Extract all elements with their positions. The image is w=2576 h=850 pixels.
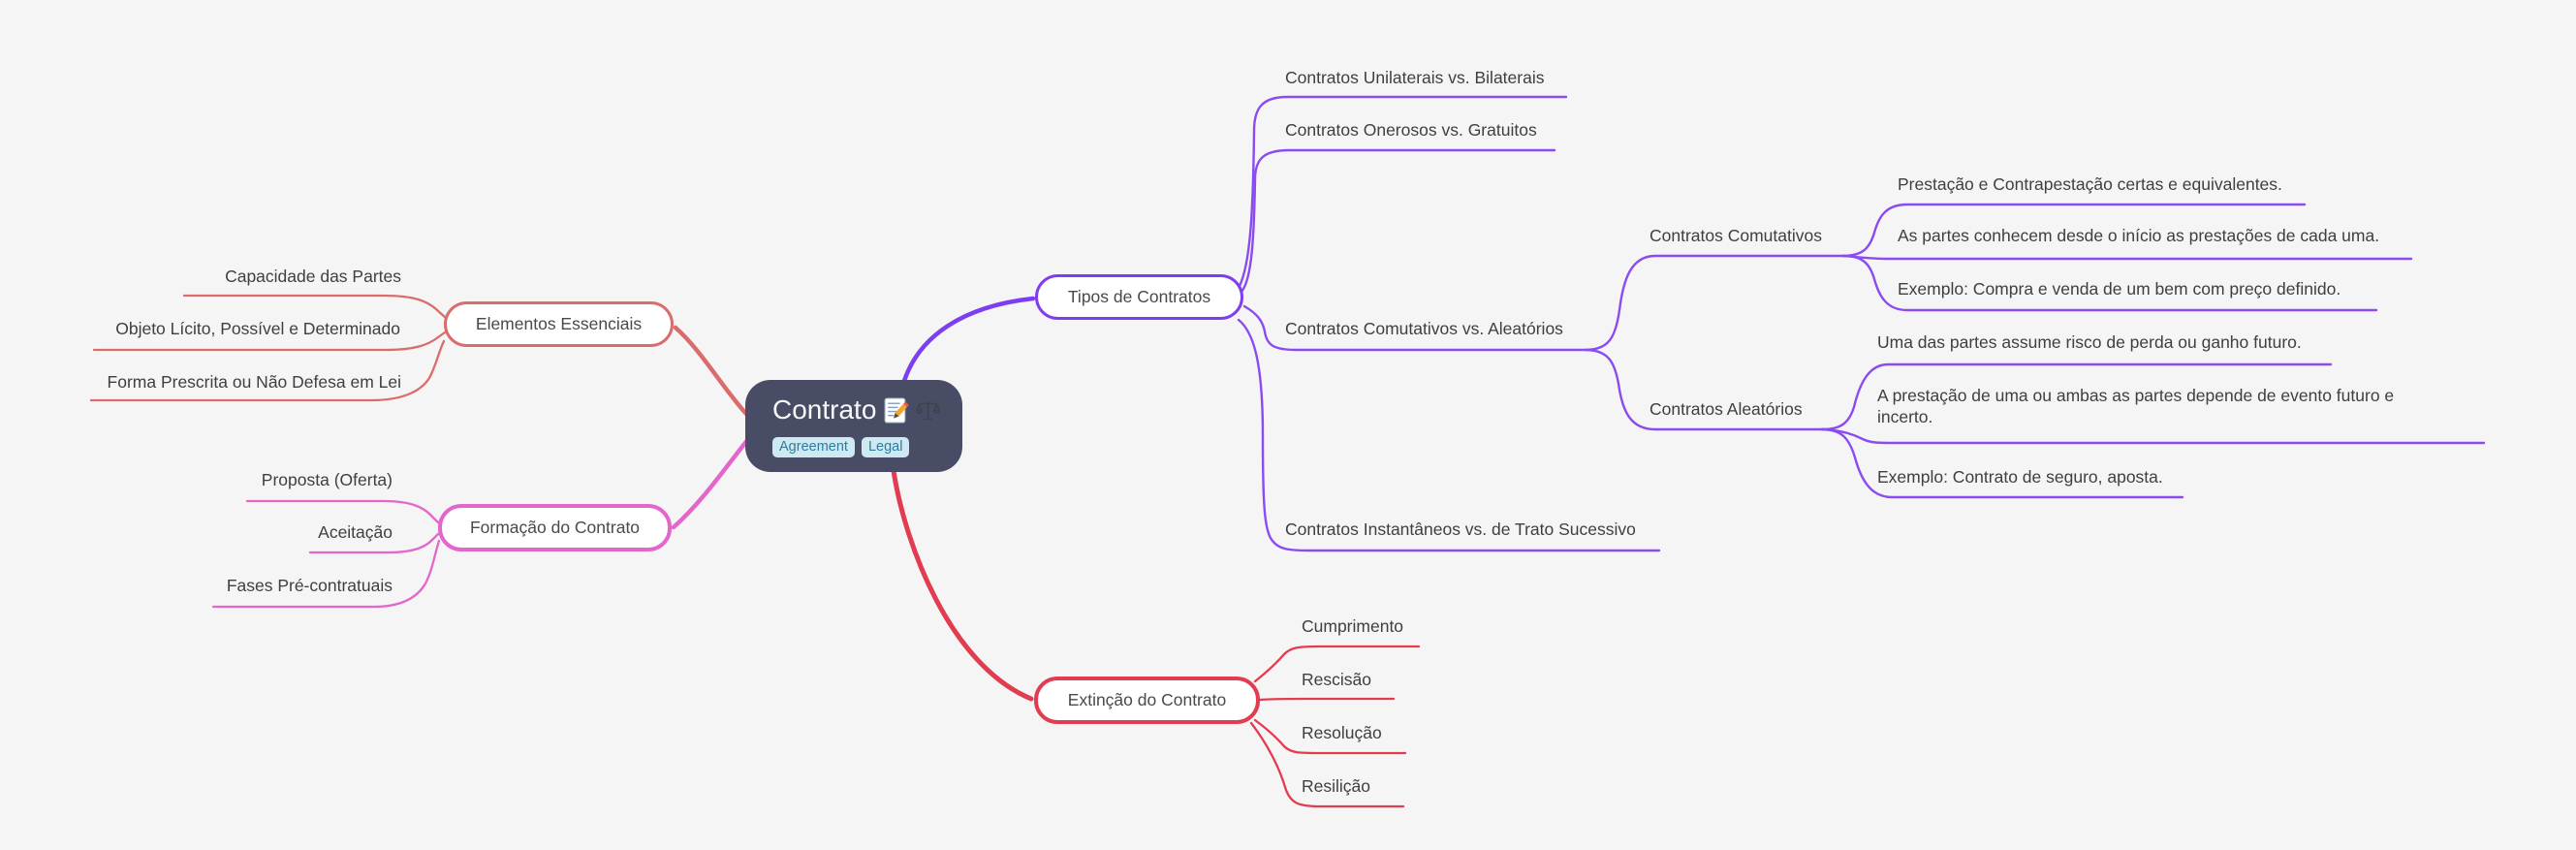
topic-capacidade-das-partes[interactable]: Capacidade das Partes [225, 267, 401, 286]
connector-comutativos-child-1 [1841, 203, 2307, 258]
connector-cumprimento [1253, 645, 1421, 683]
topic-comutativos-detail-2[interactable]: As partes conhecem desde o início as pre… [1898, 226, 2380, 245]
topic-comutativos-vs-aleatorios[interactable]: Contratos Comutativos vs. Aleatórios [1285, 319, 1563, 338]
topic-unilaterais-vs-bilaterais[interactable]: Contratos Unilaterais vs. Bilaterais [1285, 68, 1545, 87]
topic-cumprimento[interactable]: Cumprimento [1302, 616, 1404, 636]
tag-agreement[interactable]: Agreement [772, 437, 855, 457]
topic-extincao-do-contrato[interactable]: Extinção do Contrato [1034, 677, 1260, 724]
topic-rescisao[interactable]: Rescisão [1302, 670, 1371, 689]
topic-comutativos-detail-3[interactable]: Exemplo: Compra e venda de um bem com pr… [1898, 279, 2341, 299]
topic-aleatorios-detail-2[interactable]: A prestação de uma ou ambas as partes de… [1877, 386, 2395, 426]
connector-contratos-aleatorios [1584, 348, 1824, 431]
connector-resolucao [1253, 718, 1407, 755]
connector-instantaneos [1237, 318, 1661, 552]
connector-rescisao [1258, 697, 1396, 702]
topic-elementos-essenciais[interactable]: Elementos Essenciais [444, 301, 674, 347]
connector-root-tipos [901, 296, 1036, 384]
connector-capacidade [182, 294, 448, 320]
topic-instantaneos-vs-trato-sucessivo[interactable]: Contratos Instantâneos vs. de Trato Suce… [1285, 519, 1636, 539]
topic-onerosos-vs-gratuitos[interactable]: Contratos Onerosos vs. Gratuitos [1285, 120, 1537, 140]
connector-aleatorios-child-2 [1820, 427, 2486, 445]
root-topic[interactable]: Contrato [745, 380, 962, 472]
topic-contratos-comutativos[interactable]: Contratos Comutativos [1649, 226, 1822, 245]
connector-forma [89, 339, 446, 402]
connector-aceitacao [308, 532, 440, 554]
connector-objeto [92, 331, 447, 352]
connector-comutativos-child-2 [1841, 254, 2413, 261]
connector-comutativos-vs-aleatorios [1242, 304, 1587, 352]
scales-icon [916, 399, 941, 422]
connector-aleatorios-child-1 [1820, 362, 2333, 431]
connector-contratos-comutativos [1584, 254, 1845, 352]
topic-formacao-do-contrato[interactable]: Formação do Contrato [438, 504, 672, 551]
topic-comutativos-detail-1[interactable]: Prestação e Contrapestação certas e equi… [1898, 174, 2282, 194]
tag-legal[interactable]: Legal [861, 437, 910, 457]
root-title-row: Contrato [772, 392, 962, 428]
root-tags: Agreement Legal [772, 437, 962, 457]
connector-aleatorios-child-3 [1820, 427, 2184, 499]
topic-objeto-licito[interactable]: Objeto Lícito, Possível e Determinado [115, 319, 400, 338]
memo-icon [883, 397, 910, 424]
topic-tipos-de-contratos[interactable]: Tipos de Contratos [1035, 274, 1243, 320]
topic-resilicao[interactable]: Resilição [1302, 776, 1370, 796]
connector-root-extincao [891, 468, 1034, 702]
topic-resolucao[interactable]: Resolução [1302, 723, 1382, 742]
connector-root-formacao [671, 436, 751, 530]
connector-resilicao [1249, 721, 1405, 808]
topic-proposta-oferta[interactable]: Proposta (Oferta) [261, 470, 393, 489]
connector-proposta [245, 499, 440, 524]
topic-aceitacao[interactable]: Aceitação [318, 522, 393, 542]
connector-root-elementos [673, 325, 749, 417]
connector-comutativos-child-3 [1841, 254, 2378, 312]
topic-aleatorios-detail-1[interactable]: Uma das partes assume risco de perda ou … [1877, 332, 2302, 352]
topic-fases-pre-contratuais[interactable]: Fases Pré-contratuais [226, 576, 393, 595]
topic-contratos-aleatorios[interactable]: Contratos Aleatórios [1649, 399, 1803, 419]
topic-forma-prescrita[interactable]: Forma Prescrita ou Não Defesa em Lei [107, 372, 401, 392]
root-title: Contrato [772, 394, 877, 425]
connector-onerosos [1240, 148, 1556, 294]
connector-unilaterais [1238, 95, 1568, 288]
connector-fases [211, 539, 441, 609]
topic-aleatorios-detail-3[interactable]: Exemplo: Contrato de seguro, aposta. [1877, 467, 2163, 487]
